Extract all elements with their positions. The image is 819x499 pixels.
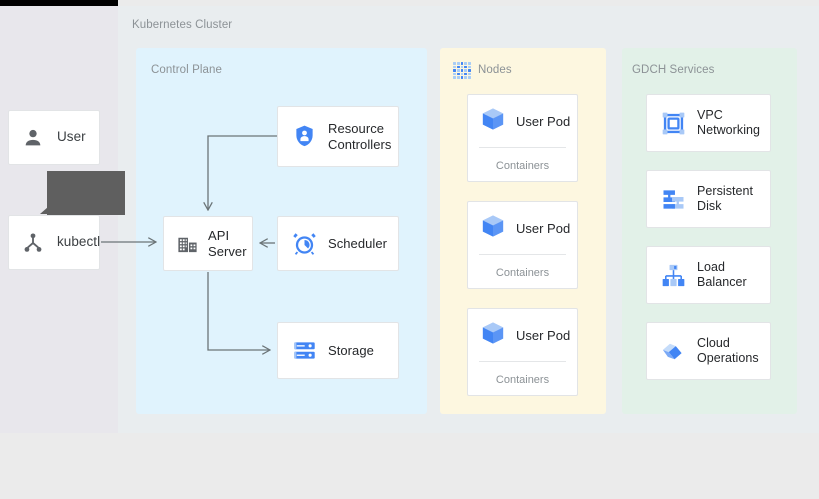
component-label-resource-controllers: Resource Controllers xyxy=(328,120,392,152)
tooltip-overlay xyxy=(40,171,125,215)
alarm-clock-icon xyxy=(292,231,317,256)
service-card-load-balancer[interactable]: Load Balancer xyxy=(646,246,771,304)
section-title-control-plane: Control Plane xyxy=(151,64,222,76)
component-card-scheduler[interactable]: Scheduler xyxy=(277,216,399,271)
persistent-disk-icon xyxy=(661,187,686,212)
tooltip-pointer xyxy=(40,207,48,214)
cube-icon xyxy=(480,213,506,244)
pod-header: User Pod xyxy=(468,309,577,361)
service-label-persistent-disk: Persistent Disk xyxy=(697,183,754,213)
section-title-nodes: Nodes xyxy=(478,64,512,76)
actor-label-user: User xyxy=(57,129,86,145)
cube-icon xyxy=(480,320,506,351)
component-label-scheduler: Scheduler xyxy=(328,235,387,251)
actor-card-user[interactable]: User xyxy=(8,110,100,165)
pod-card[interactable]: User Pod Containers xyxy=(467,308,578,396)
actor-card-kubectl[interactable]: kubectl xyxy=(8,215,100,270)
component-card-api-server[interactable]: API Server xyxy=(163,216,253,271)
service-card-vpc-networking[interactable]: VPC Networking xyxy=(646,94,771,152)
pod-label: User Pod xyxy=(516,220,571,236)
person-icon xyxy=(22,127,44,149)
pod-sublabel: Containers xyxy=(495,159,550,172)
cube-icon xyxy=(480,106,506,137)
service-card-cloud-operations[interactable]: Cloud Operations xyxy=(646,322,771,380)
pod-label: User Pod xyxy=(516,113,571,129)
pod-divider xyxy=(479,361,566,362)
component-label-api-server: API Server xyxy=(208,227,247,259)
dotted-grid-icon xyxy=(453,62,471,79)
component-label-storage: Storage xyxy=(328,342,374,358)
server-building-icon xyxy=(176,232,199,255)
section-title-gdch-services: GDCH Services xyxy=(632,64,715,76)
node-hierarchy-icon xyxy=(22,232,44,254)
pod-header: User Pod xyxy=(468,95,577,147)
pod-sublabel: Containers xyxy=(495,266,550,279)
vpc-network-icon xyxy=(661,111,686,136)
page-footer-area xyxy=(0,433,819,499)
shield-person-icon xyxy=(292,124,317,149)
service-label-vpc-networking: VPC Networking xyxy=(697,107,761,137)
service-label-cloud-operations: Cloud Operations xyxy=(697,335,759,365)
service-card-persistent-disk[interactable]: Persistent Disk xyxy=(646,170,771,228)
pod-label: User Pod xyxy=(516,327,571,343)
database-rack-icon xyxy=(292,338,317,363)
cloud-operations-icon xyxy=(661,339,686,364)
page-title: Kubernetes Cluster xyxy=(132,19,233,31)
pod-header: User Pod xyxy=(468,202,577,254)
service-label-load-balancer: Load Balancer xyxy=(697,259,747,289)
top-black-bar xyxy=(0,0,118,6)
pod-divider xyxy=(479,254,566,255)
pod-card[interactable]: User Pod Containers xyxy=(467,201,578,289)
pod-card[interactable]: User Pod Containers xyxy=(467,94,578,182)
component-card-storage[interactable]: Storage xyxy=(277,322,399,379)
component-card-resource-controllers[interactable]: Resource Controllers xyxy=(277,106,399,167)
load-balancer-icon xyxy=(661,263,686,288)
pod-sublabel: Containers xyxy=(495,373,550,386)
pod-divider xyxy=(479,147,566,148)
actor-label-kubectl: kubectl xyxy=(57,234,101,250)
